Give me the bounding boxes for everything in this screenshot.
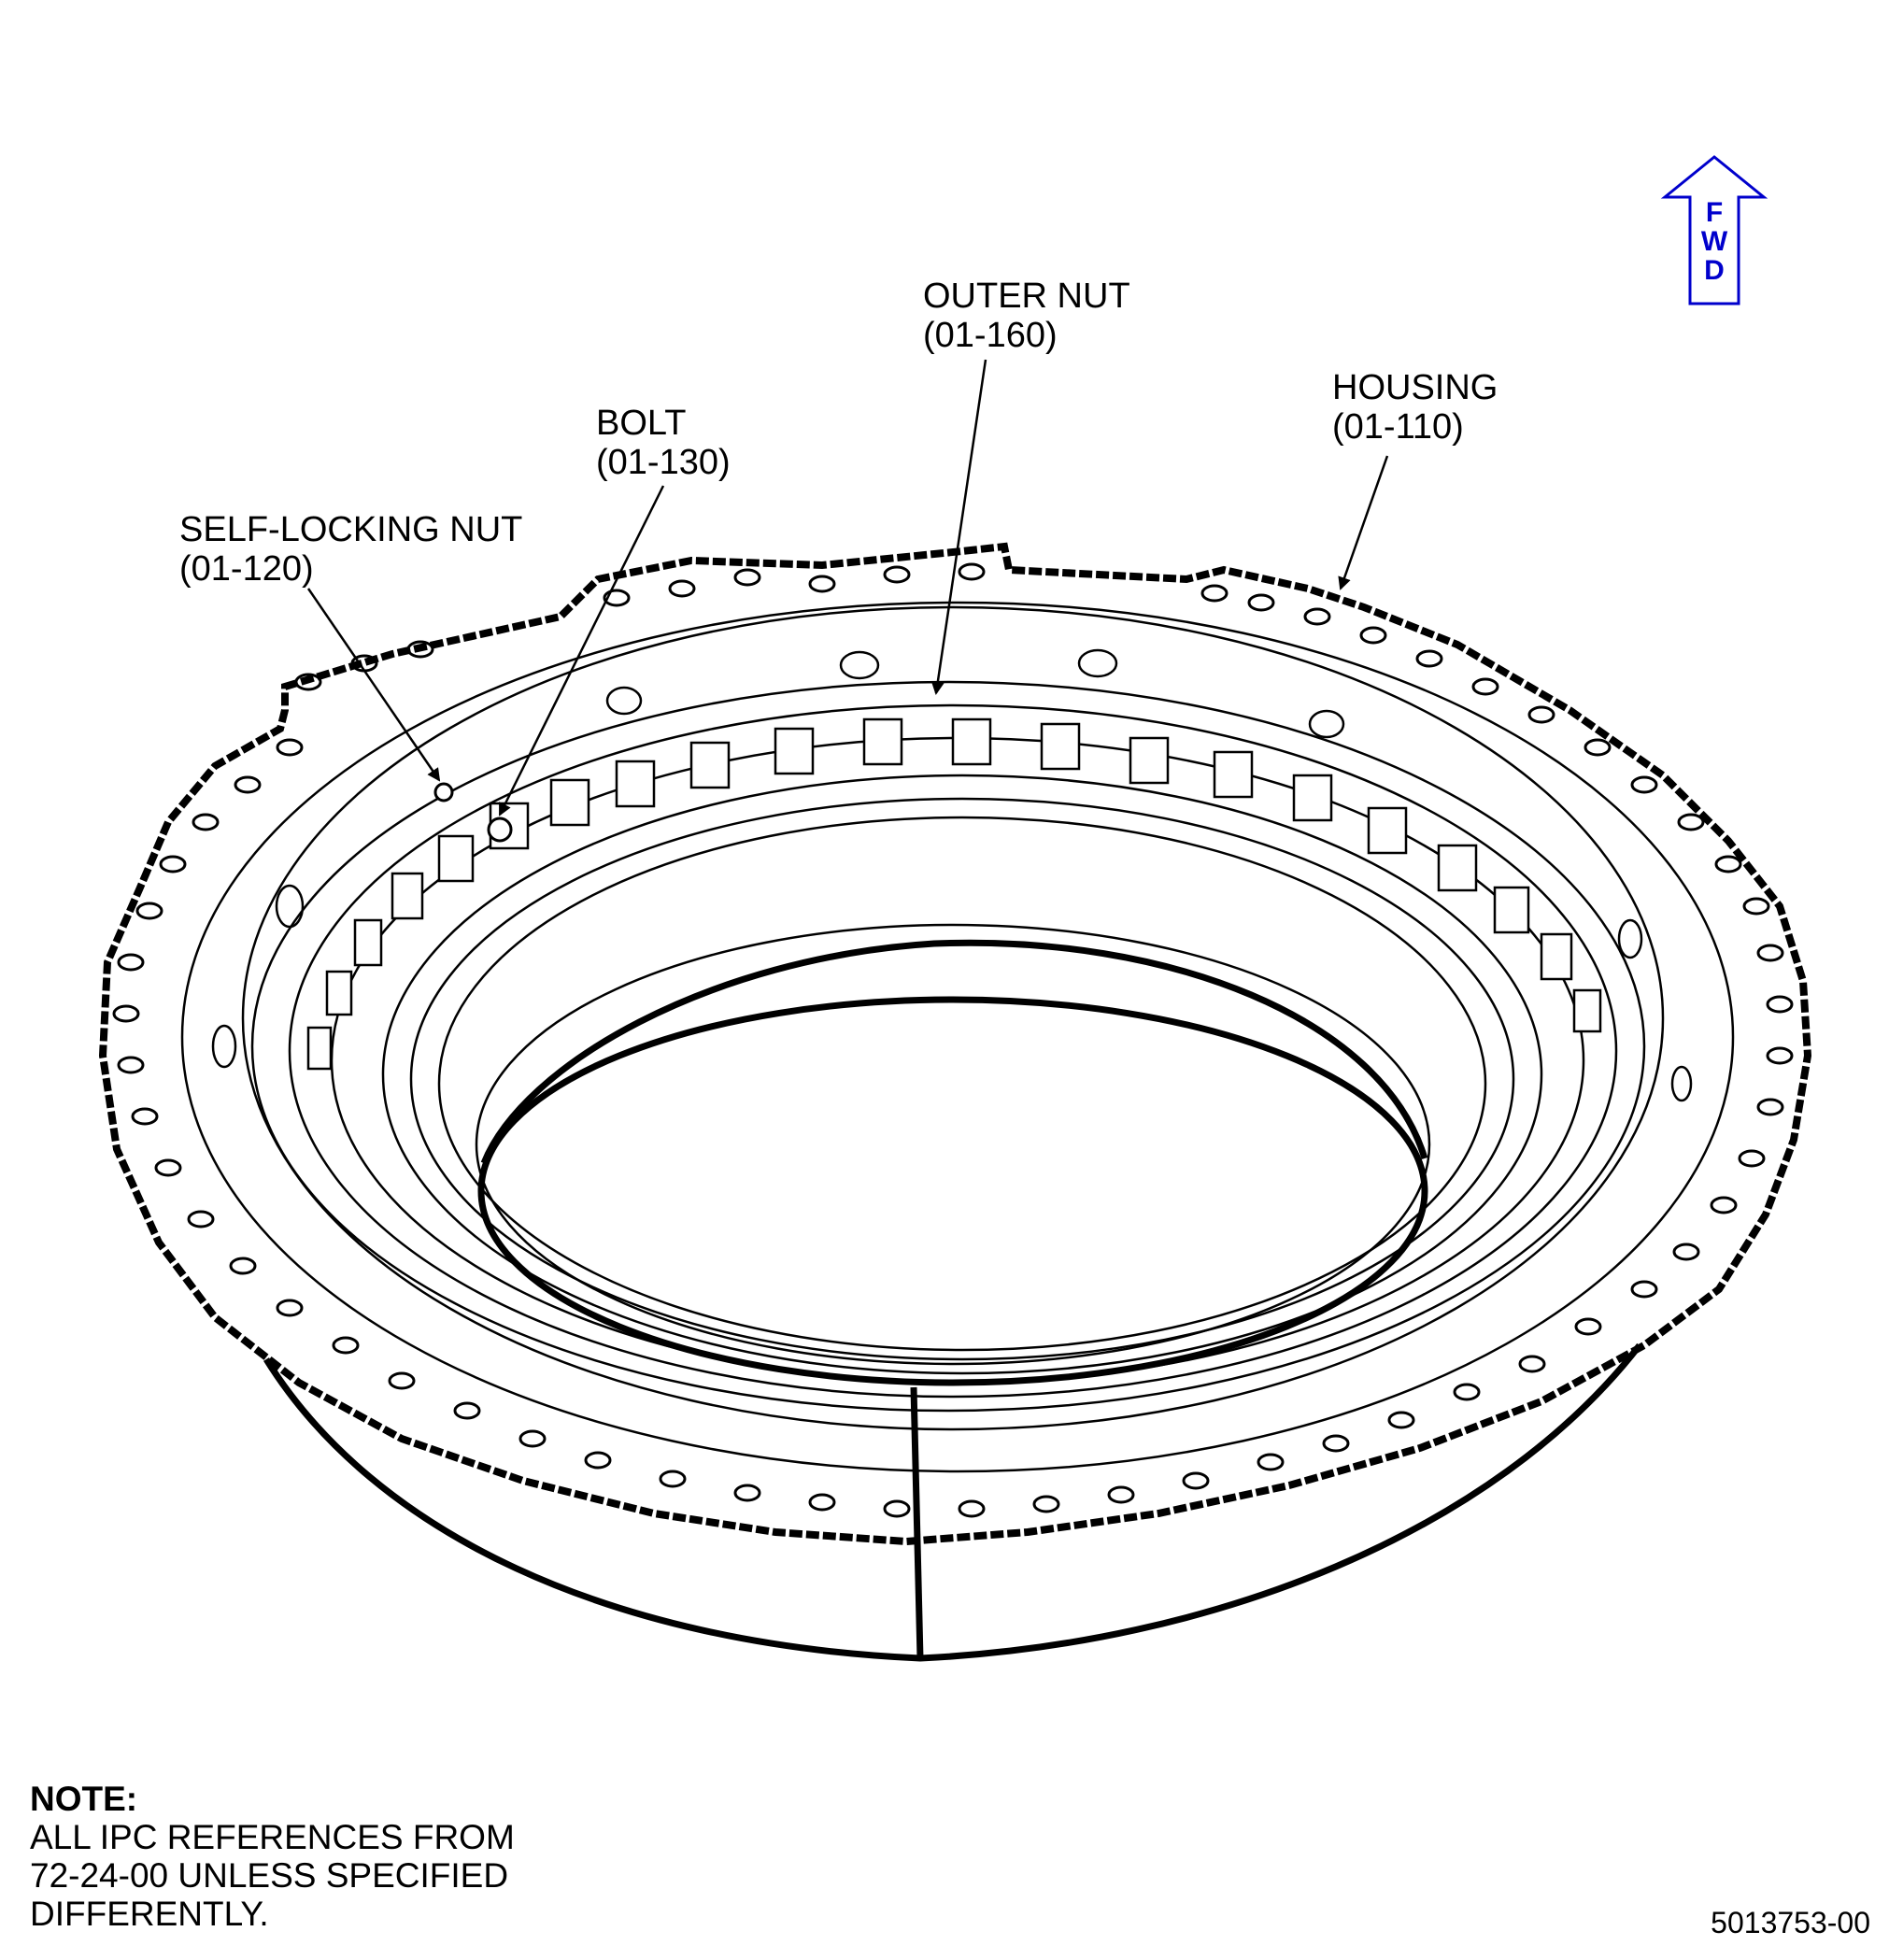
callout-housing-ref: (01-110) xyxy=(1332,407,1464,447)
callout-bolt-ref: (01-130) xyxy=(596,443,731,482)
bore-inner xyxy=(477,996,1428,1386)
bore-opening xyxy=(480,939,1428,1165)
callout-self-locking-nut: SELF-LOCKING NUT (01-120) xyxy=(179,510,522,589)
note-line-3: DIFFERENTLY. xyxy=(30,1895,269,1933)
callout-outer-nut-name: OUTER NUT xyxy=(923,277,1130,316)
leader-bolt xyxy=(498,485,665,817)
inner-ring-3 xyxy=(437,816,1487,1352)
callout-bolt-name: BOLT xyxy=(596,404,687,443)
callout-outer-nut-ref: (01-160) xyxy=(923,316,1058,355)
fwd-letter-d: D xyxy=(1704,255,1725,286)
outer-nut-ring xyxy=(288,703,1618,1399)
inner-ring-2 xyxy=(409,797,1515,1361)
outer-nut-ring-outer xyxy=(250,680,1646,1413)
forward-arrow-icon: F W D xyxy=(1660,155,1768,305)
housing-flange-outline xyxy=(98,542,1812,1546)
leader-self-locking-nut xyxy=(306,588,441,782)
fwd-letter-f: F xyxy=(1706,197,1723,228)
lock-tabs xyxy=(306,717,1602,1071)
flange-inner-rim xyxy=(180,601,1735,1473)
callout-outer-nut: OUTER NUT (01-160) xyxy=(923,277,1130,355)
callout-housing: HOUSING (01-110) xyxy=(1332,368,1498,447)
bore-lip xyxy=(475,923,1431,1366)
flange-bolt-holes xyxy=(112,562,1794,1518)
figure-number: 5013753-00 xyxy=(1711,1906,1870,1939)
leader-outer-nut xyxy=(930,359,987,695)
note-block: NOTE: ALL IPC REFERENCES FROM 72-24-00 U… xyxy=(30,1780,515,1933)
callout-housing-name: HOUSING xyxy=(1332,368,1498,407)
callout-self-locking-nut-ref: (01-120) xyxy=(179,549,314,589)
note-heading: NOTE: xyxy=(30,1780,138,1818)
inner-ring-1 xyxy=(381,774,1543,1375)
callout-bolt: BOLT (01-130) xyxy=(596,404,731,482)
self-locking-nut-detail xyxy=(433,782,454,802)
note-line-2: 72-24-00 UNLESS SPECIFIED xyxy=(30,1856,509,1895)
leader-housing xyxy=(1338,455,1389,590)
flange-rim-2 xyxy=(241,605,1665,1431)
housing-skirt-seam xyxy=(910,1386,924,1659)
housing-skirt-outline xyxy=(263,1342,1642,1662)
note-line-1: ALL IPC REFERENCES FROM xyxy=(30,1818,515,1856)
bolt-head xyxy=(487,817,513,843)
callout-self-locking-nut-name: SELF-LOCKING NUT xyxy=(179,510,523,549)
fwd-letter-w: W xyxy=(1701,226,1728,257)
